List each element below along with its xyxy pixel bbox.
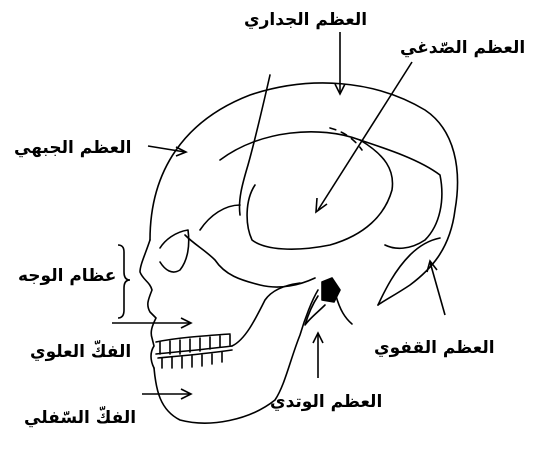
label-sphenoid-bone: العظم الوتدي — [270, 394, 382, 411]
arrow-temporal — [318, 62, 412, 210]
label-face-bones: عظام الوجه — [18, 268, 116, 285]
temporal-suture — [220, 132, 393, 249]
label-parietal-bone: العظم الجداري — [244, 12, 367, 29]
skull-outline — [150, 83, 457, 305]
label-occipital-bone: العظم القفوي — [374, 340, 495, 357]
upper-teeth — [156, 334, 230, 342]
lambdoid-suture — [360, 140, 442, 248]
label-temporal-bone: العظم الصّدغي — [400, 40, 525, 57]
face-outline — [140, 240, 156, 368]
arrow-occipital — [430, 262, 445, 315]
label-upper-jaw: الفكّ العلوي — [30, 344, 131, 361]
label-frontal-bone: العظم الجبهي — [14, 140, 131, 157]
face-brace — [118, 245, 130, 318]
lower-teeth — [158, 350, 232, 358]
label-lower-jaw: الفكّ السّفلي — [24, 410, 136, 427]
